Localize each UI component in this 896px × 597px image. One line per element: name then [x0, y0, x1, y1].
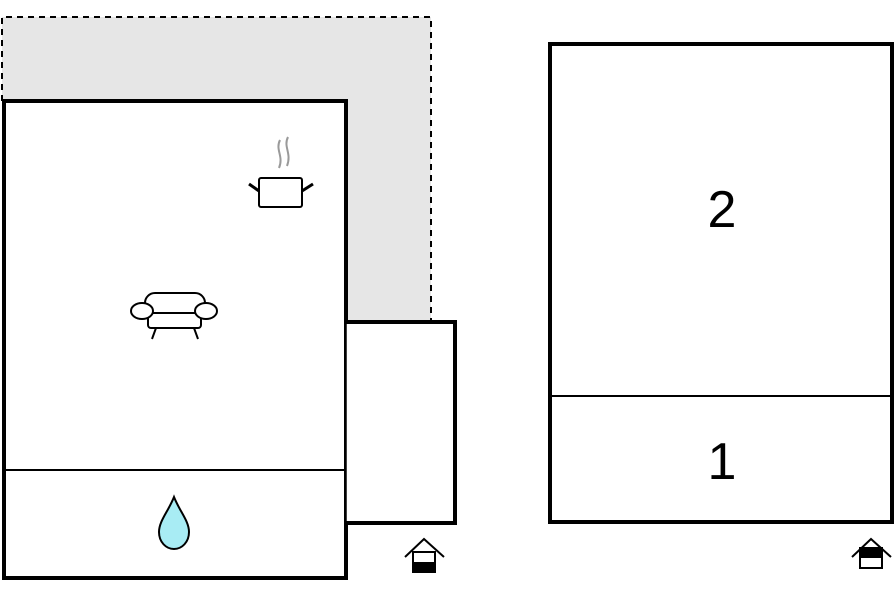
room-label-1: 1: [708, 433, 737, 491]
right-unit: [548, 42, 894, 524]
entrance-icon: [851, 537, 892, 569]
terrace-area: [2, 17, 431, 322]
left-unit-hallway: [346, 320, 457, 525]
entrance-icon: [404, 537, 445, 573]
water-drop-icon: [157, 494, 191, 551]
room-label-2: 2: [708, 181, 737, 239]
sofa-icon: [130, 292, 218, 340]
terrace-dashed-outline: [1, 16, 432, 322]
kitchen-pot-icon: [248, 136, 314, 208]
